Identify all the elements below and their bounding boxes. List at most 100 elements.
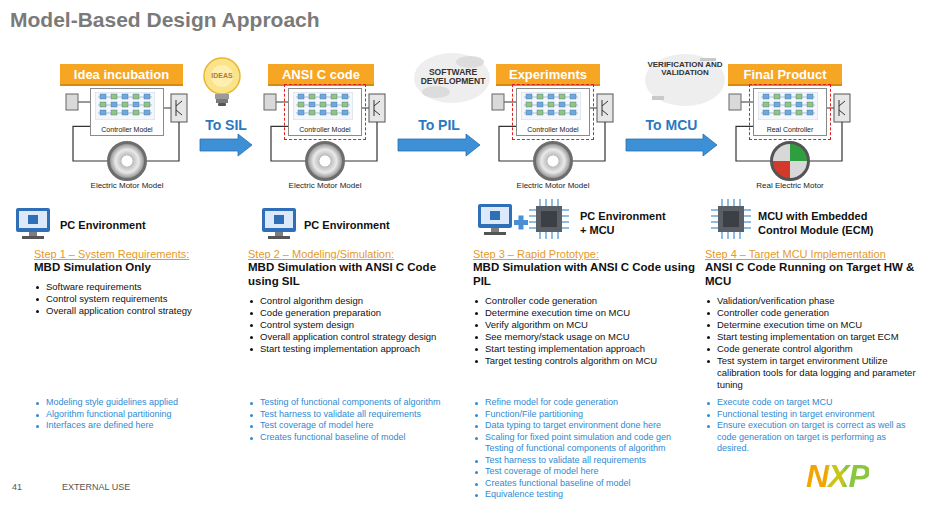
inverter-block (597, 94, 613, 122)
schematic-block (807, 102, 813, 107)
header-text: ANSI C code (282, 67, 360, 82)
pc-icon (16, 208, 50, 239)
motor-caption: Real Electric Motor (756, 181, 824, 190)
bullet-item: See memory/stack usage on MCU (473, 331, 697, 343)
motor-circle: Real Electric Motor (770, 141, 810, 181)
controller-block: Real Controller (753, 88, 827, 136)
schematic-block (331, 102, 337, 107)
schematic-block (100, 110, 106, 115)
schematic-block (570, 102, 576, 107)
bullet-item: Software requirements (34, 281, 239, 293)
step-heading: Step 4 – Target MCU Implementation (705, 248, 920, 260)
block-caption: Controller Model (289, 126, 361, 133)
schematic-block (331, 110, 337, 115)
motor-caption: Electric Motor Model (517, 181, 590, 190)
signal-wire (362, 108, 369, 109)
schematic-block (526, 94, 532, 99)
schematic-block (559, 110, 565, 115)
controller-schematic (758, 92, 818, 120)
bullet-item: Determine execution time on MCU (705, 319, 920, 331)
environment-label: PC Environment (304, 218, 464, 232)
plus-icon (514, 216, 528, 230)
note-item: Scaling for fixed point simulation and c… (473, 432, 697, 455)
schematic-block (298, 110, 304, 115)
bullet-item: Controller code generation (705, 307, 920, 319)
bullet-item: Code generation preparation (248, 307, 463, 319)
block-arrow (200, 134, 252, 156)
schematic-block (122, 102, 128, 107)
schematic-block (111, 94, 117, 99)
schematic-block (298, 102, 304, 107)
step-subtitle: ANSI C Code Running on Target HW & MCU (705, 261, 920, 289)
note-item: Interfaces are defined here (34, 420, 239, 432)
schematic-block (537, 102, 543, 107)
transistor-symbol (374, 100, 380, 116)
note-item: Algorithm functional partitioning (34, 409, 239, 421)
controller-schematic (521, 92, 581, 120)
schematic-block (774, 94, 780, 99)
schematic-block (331, 94, 337, 99)
note-item: Creates functional baseline of model (248, 432, 463, 444)
note-item: Test harness to validate all requirement… (248, 409, 463, 421)
schematic-block (796, 102, 802, 107)
bullet-item: Control system design (248, 319, 463, 331)
schematic-block (144, 94, 150, 99)
schematic-block (537, 94, 543, 99)
chip-icon (529, 199, 569, 239)
note-column: Refine model for code generationFunction… (473, 397, 697, 501)
bullet-item: Code generate control algorithm (705, 343, 920, 355)
bullet-item: Overall application control strategy des… (248, 331, 463, 343)
stage-arrow (200, 134, 252, 156)
company-logo: NXP (806, 458, 869, 495)
bullet-item: Control system requirements (34, 293, 239, 305)
bullet-item: Overall application control strategy (34, 305, 239, 317)
bullet-item: Test system in target environment Utiliz… (705, 355, 920, 391)
schematic-block (144, 110, 150, 115)
schematic-frame (521, 92, 581, 120)
block-arrow (626, 134, 717, 156)
schematic-block (342, 102, 348, 107)
note-item: Test coverage of model here (248, 420, 463, 432)
bullet-item: Controller code generation (473, 295, 697, 307)
step-subtitle: MBD Simulation with ANSI C Code using SI… (248, 261, 463, 289)
schematic-block (548, 94, 554, 99)
wordcloud-icon (414, 53, 490, 103)
schematic-block (785, 94, 791, 99)
controller-block: Controller Model (90, 88, 164, 136)
motor-caption: Electric Motor Model (289, 181, 362, 190)
schematic-block (774, 110, 780, 115)
schematic-frame (293, 92, 353, 120)
slide-title: Model-Based Design Approach (10, 8, 320, 32)
step-heading: Step 1 – System Requirements: (34, 248, 239, 260)
schematic-block (309, 94, 315, 99)
stage-header: Final Product (728, 64, 842, 86)
stage-arrow (626, 134, 717, 156)
schematic-block (526, 110, 532, 115)
inverter-block (834, 94, 850, 122)
schematic-block (111, 102, 117, 107)
note-item: Refine model for code generation (473, 397, 697, 409)
bullet-item: Determine execution time on MCU (473, 307, 697, 319)
bullet-item: Start testing implementation approach (473, 343, 697, 355)
stage-header: Idea incubation (60, 64, 183, 86)
block-caption: Real Controller (754, 126, 826, 133)
schematic-block (342, 110, 348, 115)
note-item: Test harness to validate all requirement… (473, 455, 697, 467)
signal-wire (276, 102, 288, 103)
stage-arrow (398, 134, 480, 156)
schematic-block (559, 102, 565, 107)
schematic-block (774, 102, 780, 107)
schematic-block (807, 110, 813, 115)
controller-schematic (95, 92, 155, 120)
signal-wire (590, 108, 597, 109)
schematic-block (144, 102, 150, 107)
schematic-block (548, 110, 554, 115)
schematic-block (133, 102, 139, 107)
note-item: Creates functional baseline of model (473, 478, 697, 490)
schematic-block (320, 94, 326, 99)
note-column: Execute code on target MCUFunctional tes… (705, 397, 920, 455)
bullet-item: Validation/verification phase (705, 295, 920, 307)
step-heading: Step 3 – Rapid Prototype: (473, 248, 697, 260)
arrow-label: To MCU (644, 117, 700, 133)
